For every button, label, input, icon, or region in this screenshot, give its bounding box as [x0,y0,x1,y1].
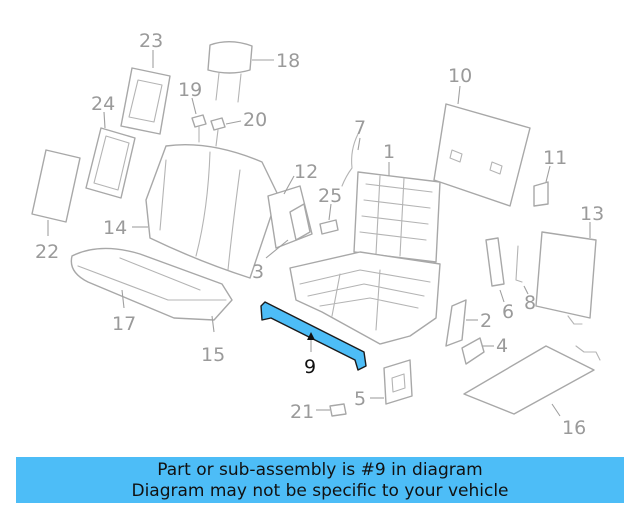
part-19-guide [191,114,207,143]
part-22-trim-panel [31,149,81,223]
callout-25: 25 [318,185,342,207]
part-20-guide [210,117,226,147]
callout-20: 20 [243,109,267,131]
part-4-cover [461,337,485,365]
part-11-bracket [533,181,549,207]
banner-line-1: Part or sub-assembly is #9 in diagram [157,460,483,480]
leader-15 [211,315,215,333]
callout-22: 22 [35,241,59,263]
part-24-back-panel [85,127,136,199]
leader-11 [545,165,551,183]
callout-7: 7 [354,117,366,139]
part-3-hinge [289,203,311,241]
part-9-highlighted [260,301,367,371]
part-13-side-panel [535,231,597,325]
part-6-rail [485,237,505,287]
callout-5: 5 [354,388,366,410]
part-16-floor-mat [463,345,601,415]
leader-16 [551,403,561,417]
part-14-seatback-cushion [145,144,279,279]
callout-12: 12 [294,161,318,183]
leader-25 [328,203,332,221]
parts-diagram: 23 18 19 20 24 22 14 12 [31,30,604,439]
callout-15: 15 [201,344,225,366]
callout-16: 16 [562,417,586,439]
callout-6: 6 [502,301,514,323]
leader-24 [103,111,106,129]
part-2-trim [445,299,467,347]
leader-7 [357,137,361,151]
leader-10 [457,85,461,105]
banner-line-2: Diagram may not be specific to your vehi… [131,481,509,501]
leader-9-arrowhead [307,332,315,340]
callout-21: 21 [290,401,314,423]
callout-13: 13 [580,203,604,225]
callout-24: 24 [91,93,115,115]
leader-17 [121,289,125,309]
callout-10: 10 [448,65,472,87]
info-banner: Part or sub-assembly is #9 in diagram Di… [16,457,624,503]
callout-17: 17 [112,313,136,335]
part-1-seat-frame [289,171,441,345]
callout-19: 19 [178,79,202,101]
callout-4: 4 [496,335,508,357]
part-8-rod [515,245,523,283]
part-5-latch-plate [383,359,413,405]
part-18-headrest [207,41,253,103]
callout-23: 23 [139,30,163,52]
callout-1: 1 [383,141,395,163]
part-17-seat-cushion [70,247,233,321]
callout-9: 9 [304,356,316,378]
callout-2: 2 [480,310,492,332]
leader-8 [523,285,529,295]
part-23-seatback-panel [120,67,171,135]
callout-14: 14 [103,217,127,239]
callout-18: 18 [276,50,300,72]
part-7-latch-rod [341,133,359,187]
part-21-clip [329,403,347,417]
part-10-seatback [433,103,531,207]
callout-11: 11 [543,147,567,169]
leader-6 [499,289,505,303]
leader-12 [283,175,295,195]
leader-3 [265,239,289,259]
part-25-clip [319,219,339,235]
leader-19 [191,97,197,115]
callout-3: 3 [252,261,264,283]
callout-8: 8 [524,292,536,314]
leader-20 [225,120,242,125]
